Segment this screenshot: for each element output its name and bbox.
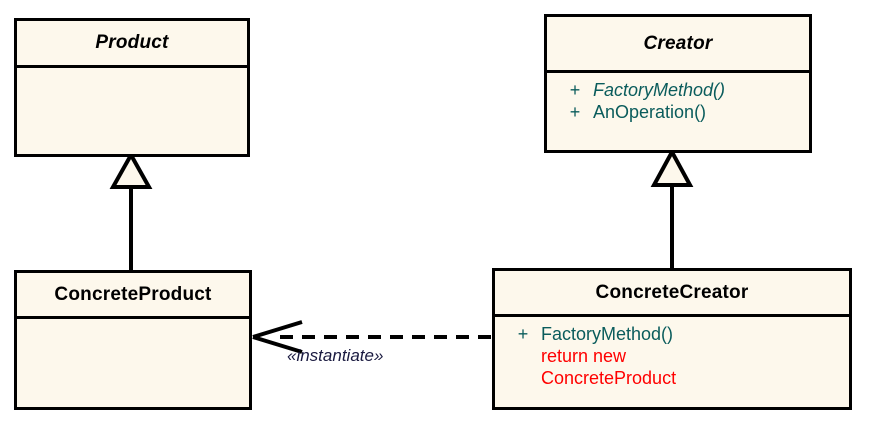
member-row: + FactoryMethod() — [557, 79, 809, 101]
class-title-concrete-product: ConcreteProduct — [54, 283, 212, 305]
class-divider-concrete-product — [17, 316, 249, 319]
class-divider-concrete-creator — [495, 314, 849, 317]
class-divider-product — [17, 65, 247, 68]
member-visibility: + — [569, 80, 581, 100]
member-signature: AnOperation() — [593, 102, 707, 122]
member-row: + AnOperation() — [557, 101, 809, 123]
generalization-concreteproduct-to-product — [109, 150, 153, 270]
class-members-creator: + FactoryMethod() + AnOperation() — [547, 73, 809, 150]
generalization-concretecreator-to-creator — [650, 147, 694, 268]
class-members-product — [17, 68, 247, 154]
class-box-concrete-creator[interactable]: ConcreteCreator + FactoryMethod() return… — [492, 268, 852, 410]
member-visibility: + — [517, 324, 529, 344]
dependency-label-instantiate: «instantiate» — [287, 346, 384, 365]
class-members-concrete-creator: + FactoryMethod() return new ConcretePro… — [495, 317, 849, 407]
member-visibility: + — [569, 102, 581, 122]
member-note-line: ConcreteProduct — [541, 368, 677, 388]
member-note-line: return new — [541, 346, 627, 366]
member-row: + FactoryMethod() — [505, 323, 849, 345]
class-title-creator: Creator — [643, 32, 713, 54]
member-signature: FactoryMethod() — [541, 324, 674, 344]
member-signature: FactoryMethod() — [593, 80, 726, 100]
class-box-product[interactable]: Product — [14, 18, 250, 157]
hollow-triangle-arrowhead-creator — [650, 147, 694, 187]
class-divider-creator — [547, 70, 809, 73]
class-box-creator[interactable]: Creator + FactoryMethod() + AnOperation(… — [544, 14, 812, 153]
class-title-concrete-creator: ConcreteCreator — [595, 281, 749, 303]
class-box-concrete-product[interactable]: ConcreteProduct — [14, 270, 252, 410]
class-title-product: Product — [95, 32, 169, 53]
hollow-triangle-arrowhead-product — [109, 150, 153, 189]
class-members-concrete-product — [17, 319, 249, 407]
